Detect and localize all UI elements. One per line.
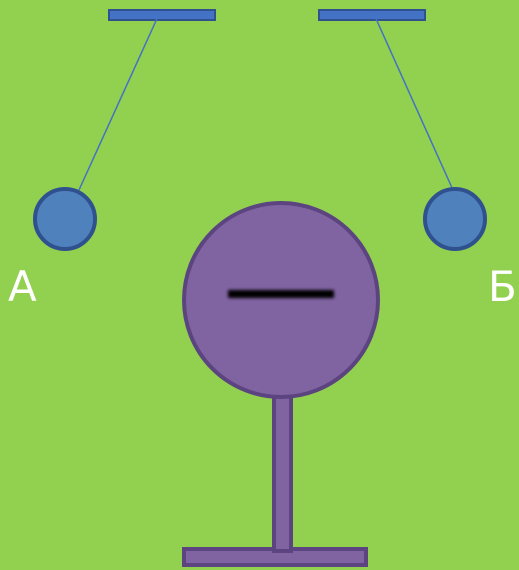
right-thread [372,11,454,191]
label-a: А [8,262,37,311]
stand-rod [272,392,293,553]
minus-sign [228,290,334,298]
left-holder-bar [108,9,216,21]
right-ball [423,187,487,251]
left-thread [78,11,161,191]
charged-sphere [182,201,380,399]
label-b: Б [488,262,517,311]
right-holder-bar [318,9,426,21]
left-ball [33,187,97,251]
